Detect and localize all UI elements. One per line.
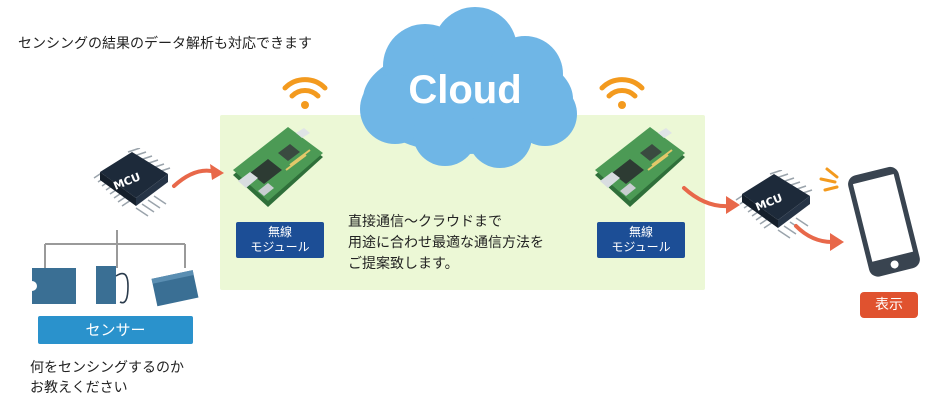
wifi-icon [282, 77, 328, 109]
wireless-module-board-icon [595, 127, 685, 207]
panel-text-line1: 直接通信〜クラウドまで [348, 214, 502, 230]
wireless-module-label-line1: 無線 [628, 225, 653, 239]
wifi-icon [599, 77, 645, 109]
arrow-icon [682, 186, 740, 214]
sensor-caption: 何をセンシングするのか お教えください [30, 358, 184, 398]
mcu-chip-icon [735, 170, 813, 239]
top-caption: センシングの結果のデータ解析も対応できます [18, 36, 312, 52]
wireless-module-label-right: 無線 モジュール [597, 222, 685, 258]
arrow-icon [794, 224, 844, 251]
panel-text-line3: ご提案致します。 [348, 256, 459, 272]
sensor-caption-line2: お教えください [30, 380, 128, 396]
notification-rays-icon [819, 167, 839, 192]
panel-text-line2: 用途に合わせ最適な通信方法を [348, 235, 544, 251]
mcu-chip-icon [93, 148, 171, 217]
sensor-label: センサー [38, 316, 193, 344]
sensor-tree-lines [44, 230, 186, 268]
arrow-icon [172, 164, 224, 188]
wireless-module-board-icon [233, 127, 323, 207]
display-label: 表示 [860, 292, 918, 318]
wireless-module-label-line2: モジュール [611, 240, 671, 254]
wireless-module-label-line2: モジュール [250, 240, 310, 254]
wireless-module-label-line1: 無線 [267, 225, 292, 239]
panel-description: 直接通信〜クラウドまで 用途に合わせ最適な通信方法を ご提案致します。 [348, 212, 544, 275]
sensors-icon [28, 266, 199, 307]
smartphone-icon [848, 166, 920, 277]
sensor-caption-line1: 何をセンシングするのか [30, 360, 184, 376]
wireless-module-label-left: 無線 モジュール [236, 222, 324, 258]
cloud-icon [360, 7, 577, 168]
cloud-label: Cloud [408, 68, 522, 112]
